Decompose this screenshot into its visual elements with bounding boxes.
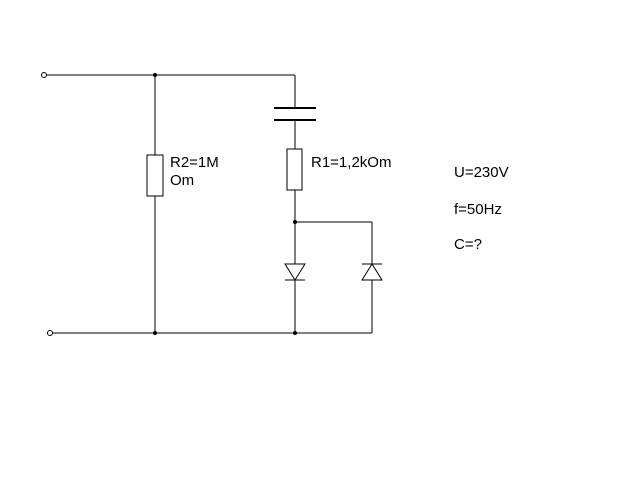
input-terminal-bottom [47, 330, 53, 336]
frequency-value: f=50Hz [454, 201, 502, 218]
diode-d2 [361, 263, 383, 281]
r2-label-line1: R2=1M [170, 154, 219, 171]
diode-d1 [284, 263, 306, 281]
r2-label-line2: Om [170, 172, 195, 189]
capacitance-unknown: C=? [454, 236, 482, 253]
junction-dot [293, 331, 297, 335]
r1-label: R1=1,2kOm [311, 154, 392, 171]
voltage-value: U=230V [454, 164, 509, 181]
resistor-r2 [146, 154, 164, 197]
input-terminal-top [41, 72, 47, 78]
junction-dot [153, 331, 157, 335]
resistor-r1 [286, 148, 303, 191]
r2-label: R2=1M Om [170, 154, 219, 190]
junction-dot [153, 73, 157, 77]
